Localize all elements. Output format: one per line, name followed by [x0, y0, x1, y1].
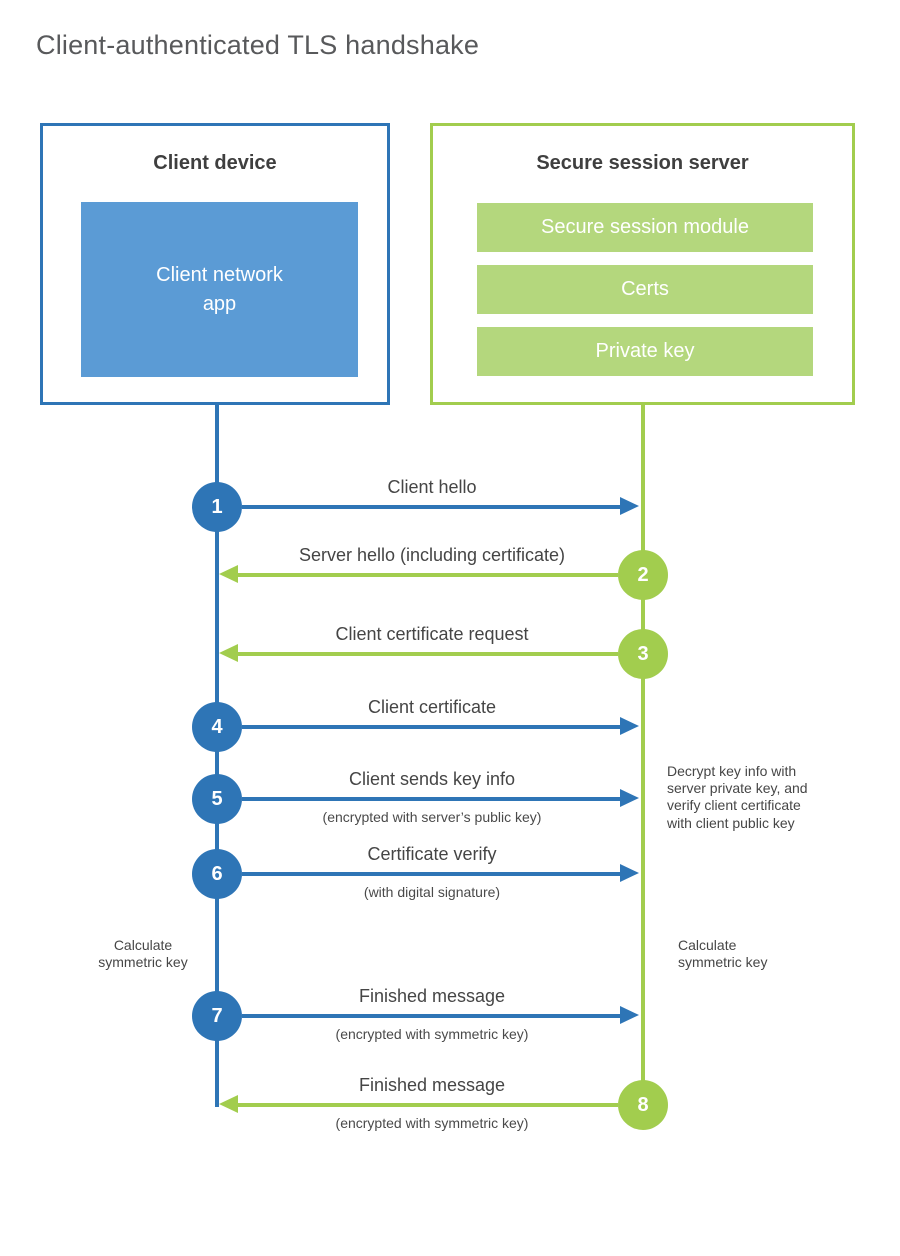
step-circle: 7	[192, 991, 242, 1041]
message-sublabel: (encrypted with symmetric key)	[335, 1115, 529, 1131]
server-lifeline	[641, 405, 645, 1105]
message-label: Finished message	[358, 986, 506, 1006]
arrow-right-icon	[620, 864, 639, 882]
message-label: Finished message	[358, 1075, 506, 1095]
note-calculate-symmetric-key-client: Calculate symmetric key	[98, 937, 188, 971]
server-module-secure-session-module: Secure session module	[477, 203, 813, 252]
note-decrypt-key-info: Decrypt key info with server private key…	[667, 763, 808, 831]
message-label: Certificate verify	[367, 844, 497, 864]
step-circle: 4	[192, 702, 242, 752]
message-sublabel: (with digital signature)	[363, 884, 501, 900]
arrow-left-icon	[219, 1095, 238, 1113]
step-circle: 1	[192, 482, 242, 532]
arrow-shaft	[236, 652, 618, 656]
arrow-left-icon	[219, 644, 238, 662]
arrow-shaft	[236, 573, 618, 577]
message-label: Client certificate request	[335, 624, 529, 644]
step-circle: 5	[192, 774, 242, 824]
message-sublabel: (encrypted with server’s public key)	[322, 809, 542, 825]
step-circle: 2	[618, 550, 668, 600]
secure-session-server-box: Secure session server Secure session mod…	[430, 123, 855, 405]
client-lifeline	[215, 405, 219, 1107]
server-modules: Secure session module Certs Private key	[477, 203, 813, 376]
message-label: Client hello	[387, 477, 477, 497]
arrow-left-icon	[219, 565, 238, 583]
message-label: Client sends key info	[348, 769, 516, 789]
arrow-right-icon	[620, 1006, 639, 1024]
server-module-certs: Certs	[477, 265, 813, 314]
client-device-title: Client device	[153, 152, 277, 174]
arrow-shaft	[242, 872, 622, 876]
step-circle: 6	[192, 849, 242, 899]
arrow-shaft	[242, 505, 622, 509]
arrow-right-icon	[620, 717, 639, 735]
message-label: Server hello (including certificate)	[298, 545, 566, 565]
arrow-right-icon	[620, 789, 639, 807]
arrow-shaft	[242, 797, 622, 801]
note-calculate-symmetric-key-server: Calculate symmetric key	[678, 937, 768, 971]
arrow-shaft	[242, 1014, 622, 1018]
arrow-shaft	[242, 725, 622, 729]
arrow-shaft	[236, 1103, 618, 1107]
message-sublabel: (encrypted with symmetric key)	[335, 1026, 529, 1042]
page-title: Client-authenticated TLS handshake	[36, 30, 480, 60]
client-network-app-box: Client network app	[81, 202, 358, 377]
arrow-right-icon	[620, 497, 639, 515]
secure-session-server-title: Secure session server	[536, 152, 749, 174]
step-circle: 8	[618, 1080, 668, 1130]
server-module-private-key: Private key	[477, 327, 813, 376]
client-device-box: Client device Client network app	[40, 123, 390, 405]
step-circle: 3	[618, 629, 668, 679]
message-label: Client certificate	[367, 697, 497, 717]
